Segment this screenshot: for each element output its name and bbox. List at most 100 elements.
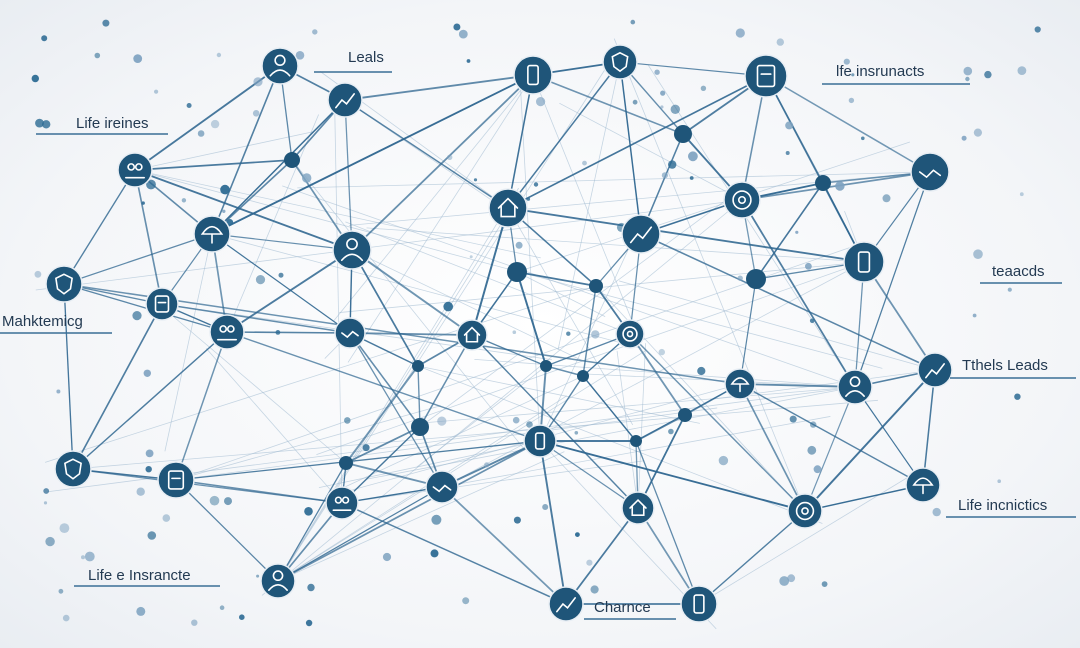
connection-line bbox=[619, 61, 767, 77]
handshake-icon bbox=[910, 152, 950, 192]
scatter-dot bbox=[973, 128, 983, 137]
connection-line bbox=[72, 303, 163, 470]
connection-line bbox=[739, 383, 806, 512]
chart-icon bbox=[621, 214, 661, 254]
scatter-dot bbox=[466, 59, 471, 63]
connection-line bbox=[226, 331, 351, 334]
faint-connection-line bbox=[557, 61, 621, 351]
scatter-dot bbox=[210, 119, 220, 129]
connection-line bbox=[134, 169, 353, 251]
connection-line bbox=[545, 333, 631, 367]
hub-node bbox=[678, 408, 692, 422]
scatter-dot bbox=[809, 318, 815, 324]
connection-line bbox=[175, 331, 228, 481]
scatter-dot bbox=[1007, 287, 1012, 292]
scatter-dot bbox=[362, 444, 370, 452]
umbrella-icon bbox=[905, 467, 941, 503]
hub-node bbox=[674, 125, 692, 143]
connection-line bbox=[507, 74, 534, 209]
connection-line bbox=[277, 486, 443, 582]
scatter-dot bbox=[256, 574, 260, 578]
faint-connection-line bbox=[261, 199, 743, 596]
house-icon bbox=[456, 319, 488, 351]
scatter-dot bbox=[458, 29, 468, 39]
scatter-dot bbox=[275, 330, 281, 335]
scatter-dot bbox=[443, 301, 454, 312]
connection-line bbox=[471, 334, 639, 509]
people-icon bbox=[325, 486, 359, 520]
scatter-dot bbox=[961, 135, 967, 141]
small-dots-layer bbox=[31, 19, 1041, 627]
scatter-dot bbox=[718, 455, 729, 466]
label-tthels-leads: Tthels Leads bbox=[962, 357, 1048, 374]
scatter-dot bbox=[965, 76, 970, 82]
connection-line bbox=[211, 233, 353, 251]
scatter-dot bbox=[700, 85, 707, 92]
scatter-dot bbox=[132, 311, 142, 321]
scatter-dot bbox=[45, 536, 55, 547]
nodes-layer bbox=[45, 44, 953, 623]
connection-line bbox=[539, 440, 567, 605]
label-mahktemicg: Mahktemicg bbox=[2, 313, 83, 330]
connection-line bbox=[698, 510, 806, 605]
connection-line bbox=[516, 271, 547, 367]
scatter-dot bbox=[141, 201, 145, 205]
scatter-dot bbox=[344, 417, 351, 424]
people-icon bbox=[209, 314, 245, 350]
document-icon bbox=[744, 54, 788, 98]
scatter-dot bbox=[737, 275, 743, 281]
connection-line bbox=[349, 332, 443, 488]
house-icon bbox=[621, 491, 655, 525]
person-icon bbox=[261, 47, 299, 85]
scatter-dot bbox=[785, 121, 794, 130]
scatter-dot bbox=[575, 532, 580, 537]
scatter-dot bbox=[963, 66, 973, 76]
scatter-dot bbox=[304, 507, 313, 516]
scatter-dot bbox=[382, 552, 392, 562]
faint-connection-line bbox=[416, 365, 547, 468]
scatter-dot bbox=[632, 99, 638, 105]
label-life-e-insrancte: Life e Insrancte bbox=[88, 567, 191, 584]
faint-connection-line bbox=[175, 405, 441, 481]
scatter-dot bbox=[512, 330, 517, 335]
scatter-dot bbox=[590, 585, 599, 594]
label-charnce: Charnce bbox=[594, 599, 651, 616]
connection-line bbox=[804, 386, 856, 512]
scatter-dot bbox=[81, 555, 85, 560]
house-icon bbox=[488, 188, 528, 228]
scatter-dot bbox=[278, 272, 284, 278]
scatter-dot bbox=[513, 516, 521, 524]
scatter-dot bbox=[1017, 66, 1027, 75]
faint-connection-line bbox=[44, 285, 597, 463]
scatter-dot bbox=[807, 445, 817, 455]
label-leals: Leals bbox=[348, 49, 384, 66]
connection-line bbox=[277, 462, 347, 582]
faint-connection-line bbox=[532, 74, 642, 343]
scatter-dot bbox=[668, 160, 677, 169]
scatter-dot bbox=[222, 209, 226, 213]
faint-connection-line bbox=[519, 74, 541, 442]
scatter-dot bbox=[209, 495, 220, 506]
scatter-dot bbox=[462, 597, 470, 605]
scatter-dot bbox=[133, 54, 143, 63]
scatter-dot bbox=[997, 479, 1001, 484]
scatter-dot bbox=[591, 330, 600, 339]
chart-icon bbox=[548, 586, 584, 622]
scatter-dot bbox=[835, 181, 845, 191]
chart-icon bbox=[917, 352, 953, 388]
umbrella-icon bbox=[193, 215, 231, 253]
connection-line bbox=[739, 383, 856, 388]
scatter-dot bbox=[574, 431, 579, 435]
scatter-dot bbox=[984, 70, 992, 79]
scatter-dot bbox=[43, 488, 50, 494]
faint-connection-line bbox=[277, 350, 646, 582]
scatter-dot bbox=[35, 118, 44, 128]
connection-line bbox=[619, 61, 642, 235]
scatter-dot bbox=[787, 574, 796, 583]
scatter-dot bbox=[813, 465, 822, 474]
scatter-dot bbox=[447, 154, 453, 160]
connection-line bbox=[507, 75, 767, 209]
connection-line bbox=[765, 75, 865, 263]
scatter-dot bbox=[536, 97, 546, 107]
connection-line bbox=[755, 182, 824, 280]
